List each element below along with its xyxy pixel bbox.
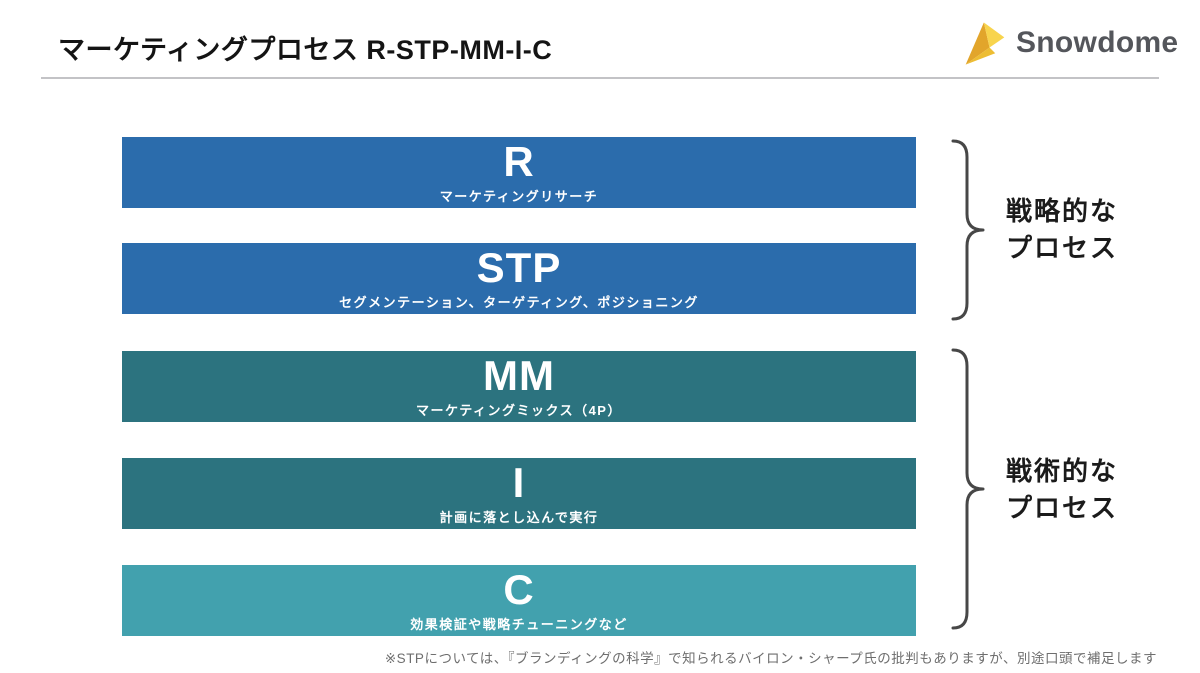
stage-bar-stp: STP セグメンテーション、ターゲティング、ポジショニング [122, 243, 916, 314]
header-divider [41, 77, 1159, 79]
stage-subtitle: マーケティングリサーチ [439, 188, 599, 204]
strategic-process-label: 戦略的な プロセス [1006, 193, 1118, 267]
tactical-process-label: 戦術的な プロセス [1006, 453, 1118, 527]
stage-subtitle: 計画に落とし込んで実行 [439, 509, 599, 525]
stage-bar-r: R マーケティングリサーチ [122, 137, 916, 208]
stage-letter: R [503, 137, 535, 185]
brand-logo: Snowdome [962, 18, 1178, 68]
stage-bar-c: C 効果検証や戦略チューニングなど [122, 565, 916, 636]
stage-letter: STP [476, 243, 562, 291]
tactical-group-brace [951, 348, 985, 630]
stage-letter: MM [483, 351, 555, 399]
strategic-group-brace [951, 139, 985, 321]
paper-plane-icon [965, 22, 1005, 65]
stage-subtitle: マーケティングミックス（4P） [416, 402, 622, 418]
stage-bar-mm: MM マーケティングミックス（4P） [122, 351, 916, 422]
stage-bar-i: I 計画に落とし込んで実行 [122, 458, 916, 529]
stage-subtitle: セグメンテーション、ターゲティング、ポジショニング [339, 294, 699, 310]
strategic-process-label-line1: 戦略的な [1006, 196, 1119, 226]
page-title: マーケティングプロセス R-STP-MM-I-C [58, 35, 553, 65]
tactical-process-label-line1: 戦術的な [1006, 456, 1119, 486]
tactical-process-label-line2: プロセス [1006, 492, 1119, 523]
stage-letter: C [503, 565, 535, 613]
footnote: ※STPについては、『ブランディングの科学』で知られるバイロン・シャープ氏の批判… [384, 651, 1157, 666]
brand-name: Snowdome [1016, 26, 1179, 59]
stage-letter: I [512, 458, 526, 506]
strategic-process-label-line2: プロセス [1006, 232, 1119, 263]
stage-subtitle: 効果検証や戦略チューニングなど [410, 616, 628, 632]
